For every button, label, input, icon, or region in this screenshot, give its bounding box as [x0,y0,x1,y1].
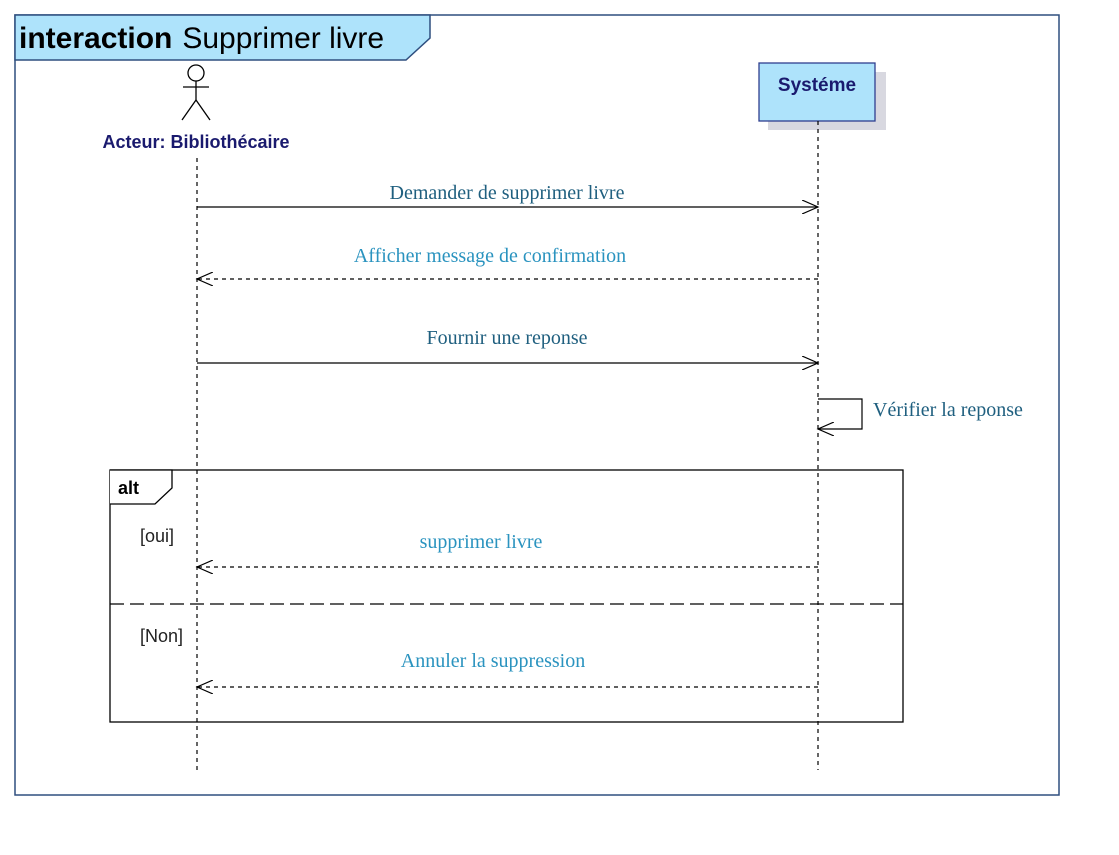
message-delete-book-label: supprimer livre [420,531,543,553]
frame-name: Supprimer livre [182,22,384,55]
guard-yes-label: [oui] [140,526,174,546]
alt-operator-label: alt [118,478,139,498]
message-verify-answer-arrow [818,398,863,429]
stick-figure-icon [181,64,211,121]
guard-no-label: [Non] [140,626,183,646]
message-provide-answer-label: Fournir une reponse [426,327,587,349]
frame-title: interaction Supprimer livre [19,22,384,55]
actor-label: Acteur: Bibliothécaire [102,132,289,152]
message-cancel-delete-label: Annuler la suppression [401,650,585,672]
message-verify-answer-label: Vérifier la reponse [873,399,1023,421]
frame-header-tab [14,14,431,61]
message-show-confirmation-label: Afficher message de confirmation [354,245,626,267]
system-label: Systéme [778,75,856,96]
interaction-frame [14,14,1060,796]
message-request-delete-label: Demander de supprimer livre [390,182,625,204]
system-box [758,62,876,122]
alt-operator-tab [110,469,173,505]
frame-keyword: interaction [19,22,172,55]
alt-fragment [109,469,904,723]
